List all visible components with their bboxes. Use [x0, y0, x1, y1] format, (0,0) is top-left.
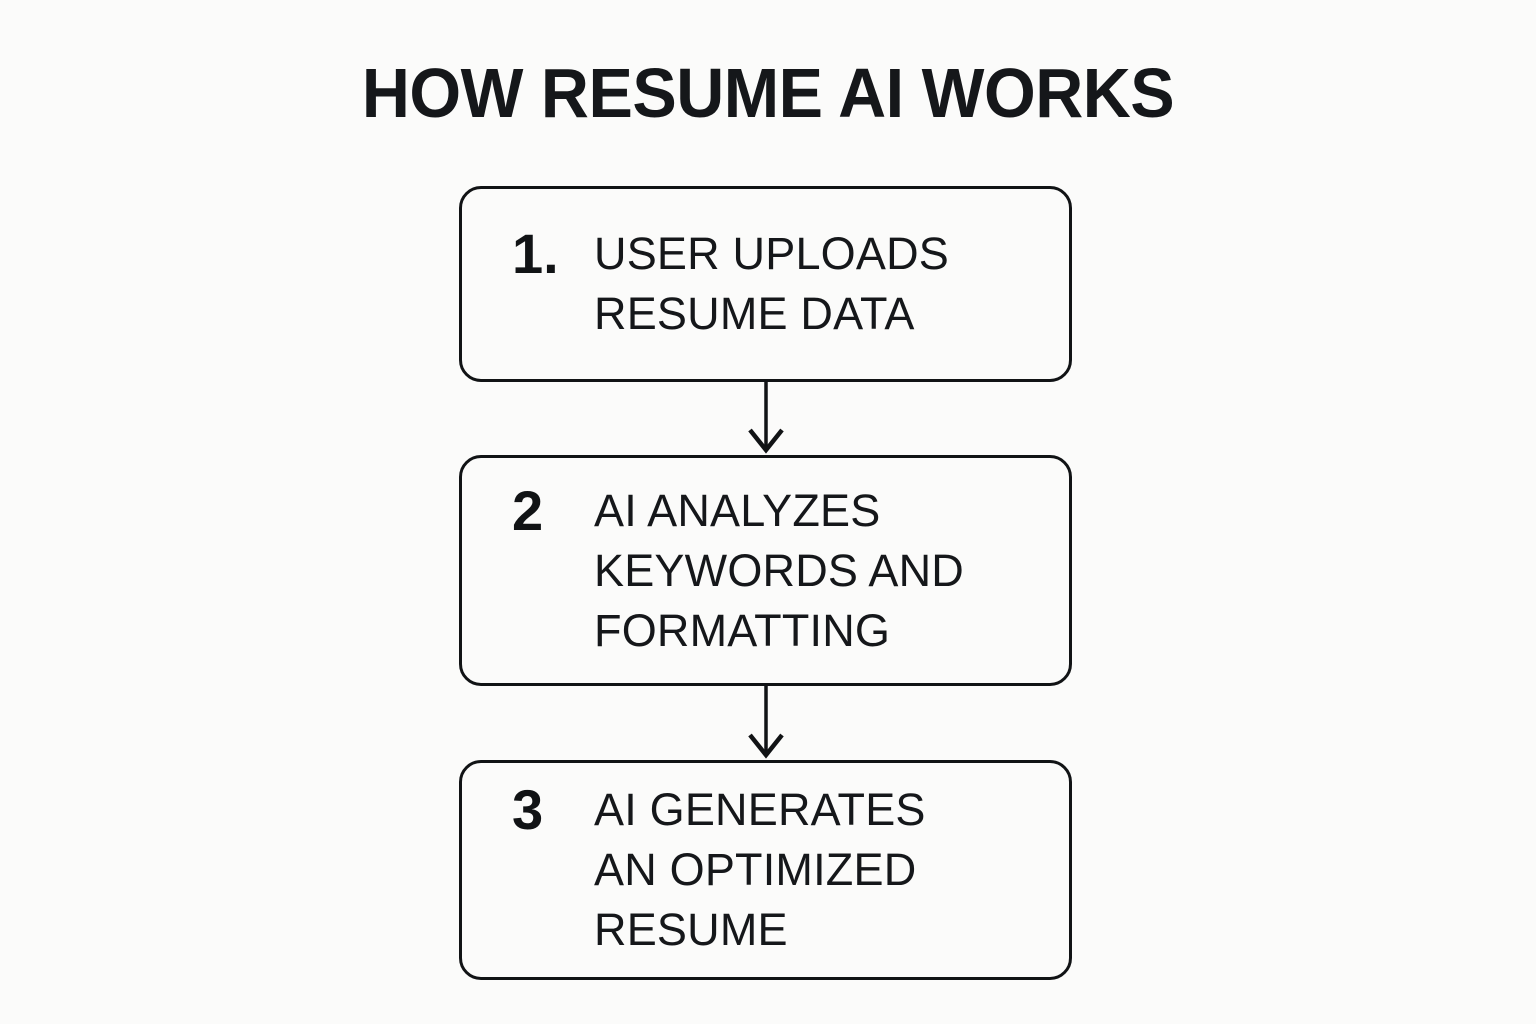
- down-arrow-icon: [747, 686, 784, 759]
- step-2-label: AI ANALYZES KEYWORDS AND FORMATTING: [594, 484, 964, 656]
- step-3-label: AI GENERATES AN OPTIMIZED RESUME: [594, 784, 926, 955]
- step-3-content: 3 AI GENERATES AN OPTIMIZED RESUME: [462, 780, 1069, 960]
- connector-arrow-1: [459, 382, 1072, 455]
- flow-step-2[interactable]: 2 AI ANALYZES KEYWORDS AND FORMATTING: [459, 455, 1072, 686]
- step-2-number: 2: [512, 478, 544, 542]
- flow-step-1[interactable]: 1. USER UPLOADS RESUME DATA: [459, 186, 1072, 382]
- step-3-number: 3: [512, 778, 544, 841]
- down-arrow-icon: [747, 382, 784, 454]
- step-1-content: 1. USER UPLOADS RESUME DATA: [462, 224, 1069, 344]
- step-2-content: 2 AI ANALYZES KEYWORDS AND FORMATTING: [462, 478, 1069, 661]
- step-1-label: USER UPLOADS RESUME DATA: [594, 228, 949, 339]
- connector-arrow-2: [459, 686, 1072, 760]
- step-1-number: 1.: [512, 222, 559, 285]
- page-title: HOW RESUME AI WORKS: [361, 54, 1175, 132]
- flow-step-3[interactable]: 3 AI GENERATES AN OPTIMIZED RESUME: [459, 760, 1072, 980]
